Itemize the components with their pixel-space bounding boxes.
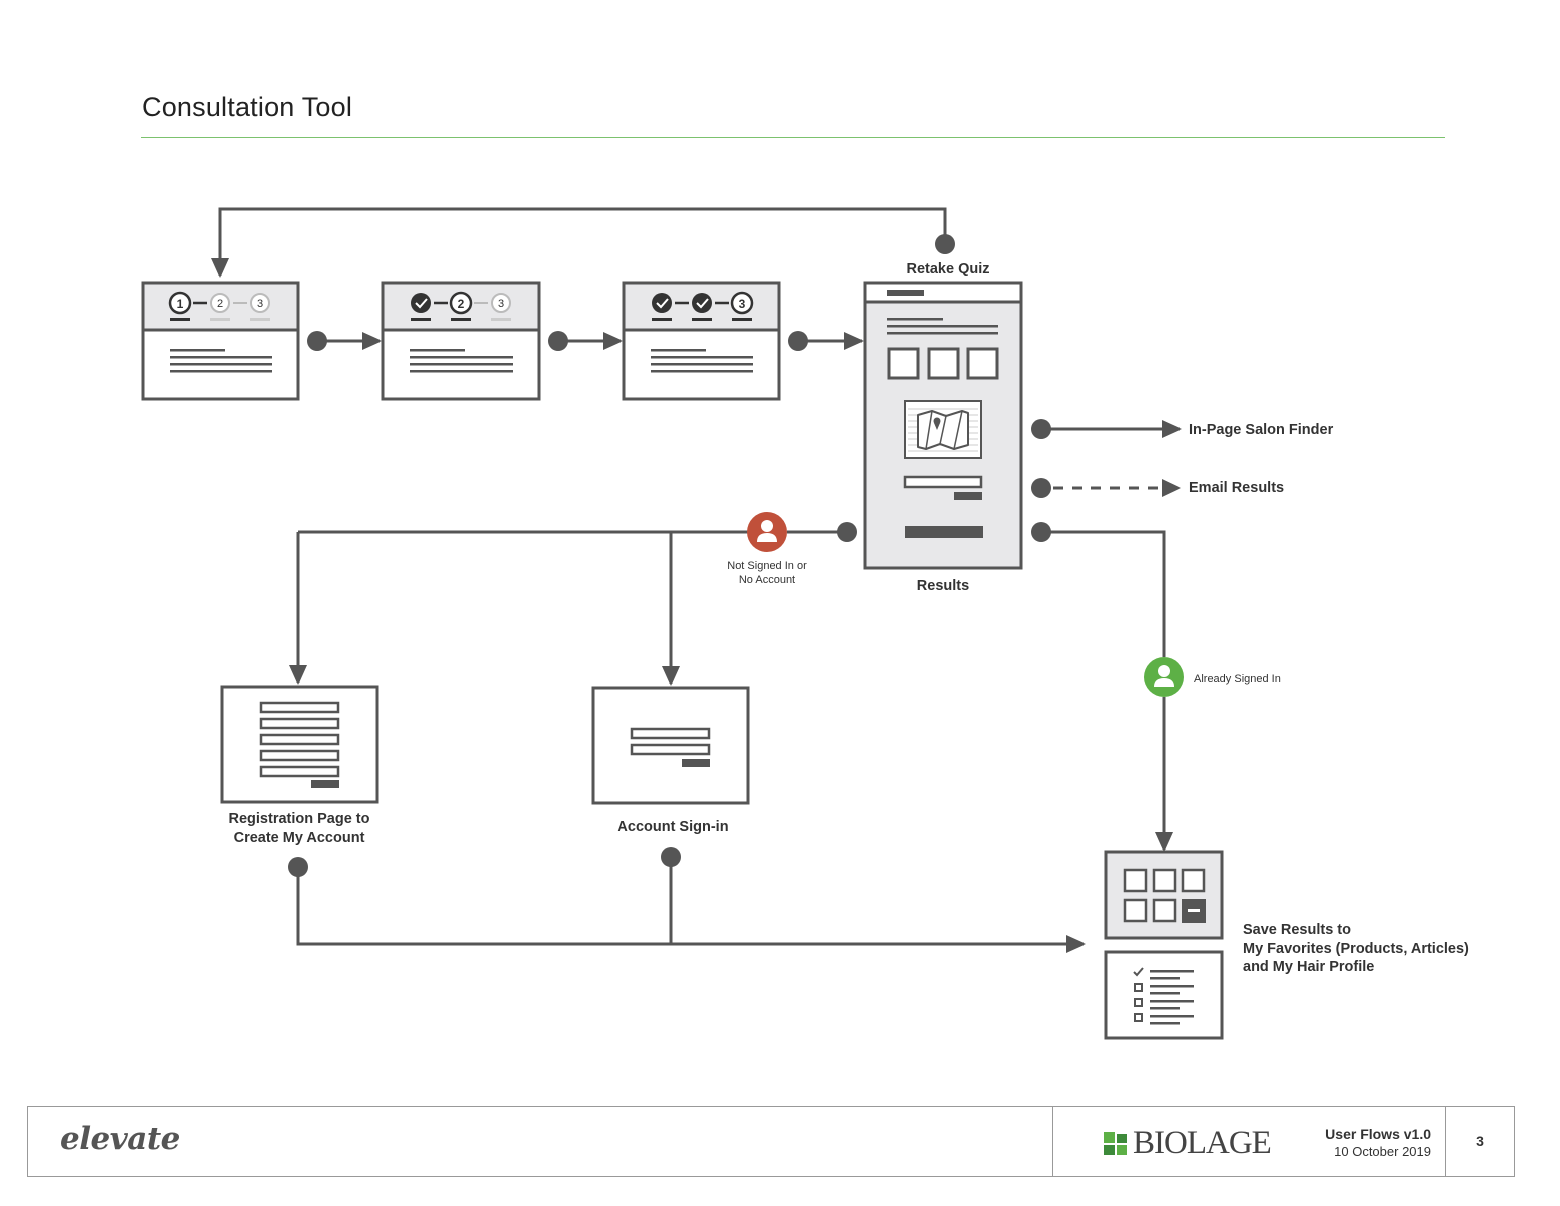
connector-email-results [1031, 478, 1181, 498]
text-lines-icon [170, 349, 272, 373]
registration-page-screen [220, 685, 379, 804]
not-signed-in-user-icon [747, 512, 787, 552]
map-icon [904, 400, 982, 459]
save-results-label-line3: and My Hair Profile [1243, 959, 1374, 975]
registration-label-line1: Registration Page to [229, 811, 370, 827]
registration-label-line2: Create My Account [234, 830, 365, 846]
footer-page-cell: 3 [1446, 1107, 1514, 1176]
connector-step3-to-results [788, 331, 864, 351]
connector-salon-finder [1031, 419, 1182, 439]
quiz-step-2-screen: 2 3 [381, 281, 541, 401]
quiz-step-3-screen: 3 [622, 281, 781, 401]
page-footer: elevate BIOLAGE User Flows v1.0 10 Octob… [27, 1106, 1515, 1177]
connector-already-signed-in [1031, 522, 1173, 852]
results-label: Results [917, 578, 969, 594]
connector-step2-to-step3 [548, 331, 623, 351]
biolage-wordmark: BIOLAGE [1133, 1125, 1272, 1161]
save-results-label-line1: Save Results to [1243, 922, 1351, 938]
text-lines-icon [410, 349, 513, 373]
results-screen [863, 281, 1023, 570]
step-number-2: 2 [458, 297, 465, 311]
title-divider [141, 137, 1445, 138]
step-indicator: 2 3 [411, 291, 511, 321]
step-number-2: 2 [217, 298, 223, 310]
step-number-3: 3 [739, 297, 746, 311]
already-signed-in-label: Already Signed In [1194, 673, 1281, 685]
connector-to-save-results [288, 847, 1086, 953]
connector-not-signed-in [289, 522, 857, 686]
save-results-label-line2: My Favorites (Products, Articles) [1243, 941, 1469, 957]
footer-doc-info-cell: BIOLAGE User Flows v1.0 10 October 2019 [1053, 1107, 1446, 1176]
page-title: Consultation Tool [142, 92, 353, 122]
account-sign-in-label: Account Sign-in [617, 819, 728, 835]
step-number-3: 3 [498, 298, 504, 310]
not-signed-in-label-line1: Not Signed In or [727, 560, 807, 572]
quiz-step-1-screen: 1 2 3 [141, 281, 300, 401]
not-signed-in-label-line2: No Account [739, 574, 795, 586]
hair-profile-checklist-screen [1104, 950, 1224, 1040]
connector-step1-to-step2 [307, 331, 382, 351]
footer-brand-cell: elevate [28, 1107, 1053, 1176]
in-page-salon-finder-label: In-Page Salon Finder [1189, 422, 1334, 438]
elevate-logo: elevate [60, 1121, 180, 1157]
doc-date: 10 October 2019 [1334, 1144, 1431, 1159]
step-number-3: 3 [257, 298, 263, 310]
step-indicator: 3 [652, 291, 754, 321]
text-lines-icon [651, 349, 753, 373]
retake-quiz-label: Retake Quiz [907, 261, 990, 277]
product-grid-icon [887, 347, 999, 380]
step-indicator: 1 2 3 [168, 291, 270, 321]
signed-in-user-icon [1144, 657, 1184, 697]
connector-retake-quiz [211, 207, 955, 278]
user-flow-diagram: 1 2 3 2 3 [141, 207, 1469, 1040]
step-number-1: 1 [177, 297, 184, 311]
page-number: 3 [1476, 1133, 1484, 1149]
doc-version: User Flows v1.0 [1325, 1126, 1431, 1142]
favorites-grid-screen [1104, 850, 1224, 940]
account-sign-in-screen [591, 686, 750, 805]
email-results-label: Email Results [1189, 480, 1284, 496]
biolage-logo: BIOLAGE [1103, 1125, 1272, 1162]
biolage-leaf-icon [1104, 1131, 1127, 1155]
